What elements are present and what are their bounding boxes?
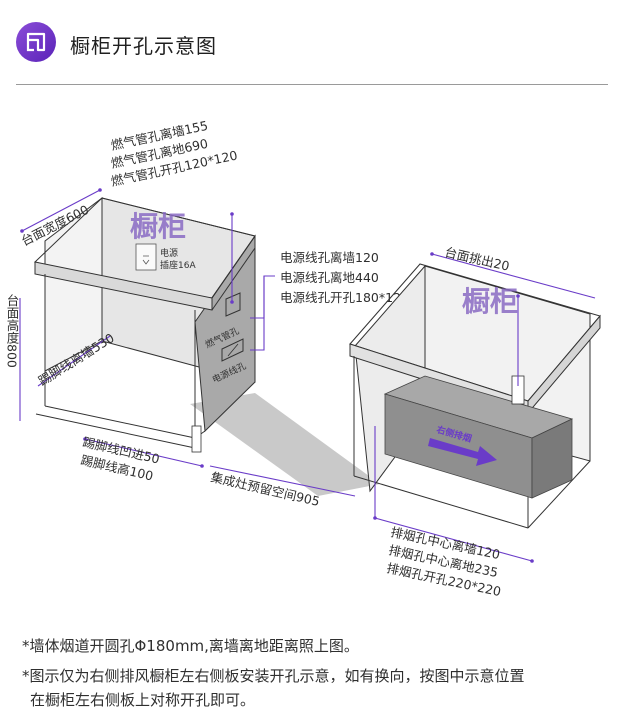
socket-plug-icon bbox=[142, 255, 150, 265]
note-mirror-instructions-cont: 在橱柜左右侧板上对称开孔即可。 bbox=[30, 691, 256, 709]
gas-pipe-hole bbox=[225, 292, 241, 317]
power-socket-icon bbox=[135, 243, 157, 271]
left-cabinet bbox=[34, 196, 256, 449]
kick-plate-marker bbox=[191, 425, 202, 453]
reserved-space-floor bbox=[190, 393, 380, 496]
power-label-1: 电源线孔离墙120 bbox=[280, 250, 379, 265]
cabinet-hole-diagram: 橱柜 电源 插座16A 燃气管孔 电源线孔 燃气管孔离墙155 燃气管孔离地69… bbox=[5, 118, 601, 599]
power-label-2: 电源线孔离地440 bbox=[280, 270, 379, 285]
right-cabinet-watermark: 橱柜 bbox=[462, 285, 518, 318]
depth-dimension-line bbox=[21, 189, 101, 232]
power-cable-hole bbox=[221, 338, 244, 362]
countertop-height-label: 台面高度800 bbox=[5, 293, 20, 368]
cabinet-icon bbox=[16, 22, 56, 62]
space-dimension-line bbox=[209, 465, 356, 497]
power-hole-pointer-bottom bbox=[250, 276, 265, 351]
exhaust-bottom-line bbox=[374, 517, 533, 562]
header-divider bbox=[16, 84, 608, 85]
exhaust-arrow-icon bbox=[428, 438, 497, 466]
note-mirror-instructions: *图示仅为右侧排风橱柜左右侧板安装开孔示意，如有换向，按图中示意位置 bbox=[22, 667, 525, 685]
power-label-3: 电源线孔开孔180*120 bbox=[280, 290, 409, 305]
header: 橱柜开孔示意图 bbox=[0, 0, 624, 86]
socket-label-2: 插座16A bbox=[160, 259, 196, 271]
kick-recess-dimension-line bbox=[84, 438, 203, 467]
socket-label-1: 电源 bbox=[160, 247, 178, 259]
left-cabinet-watermark: 橱柜 bbox=[130, 210, 186, 243]
overhang-label: 台面挑出20 bbox=[443, 244, 511, 273]
overhang-line bbox=[431, 253, 596, 299]
note-flue-hole: *墙体烟道开圆孔Φ180mm,离墙离地距离照上图。 bbox=[22, 637, 359, 655]
kick-dimension-line bbox=[37, 335, 111, 387]
exhaust-duct bbox=[383, 375, 574, 499]
page-title: 橱柜开孔示意图 bbox=[70, 34, 217, 58]
